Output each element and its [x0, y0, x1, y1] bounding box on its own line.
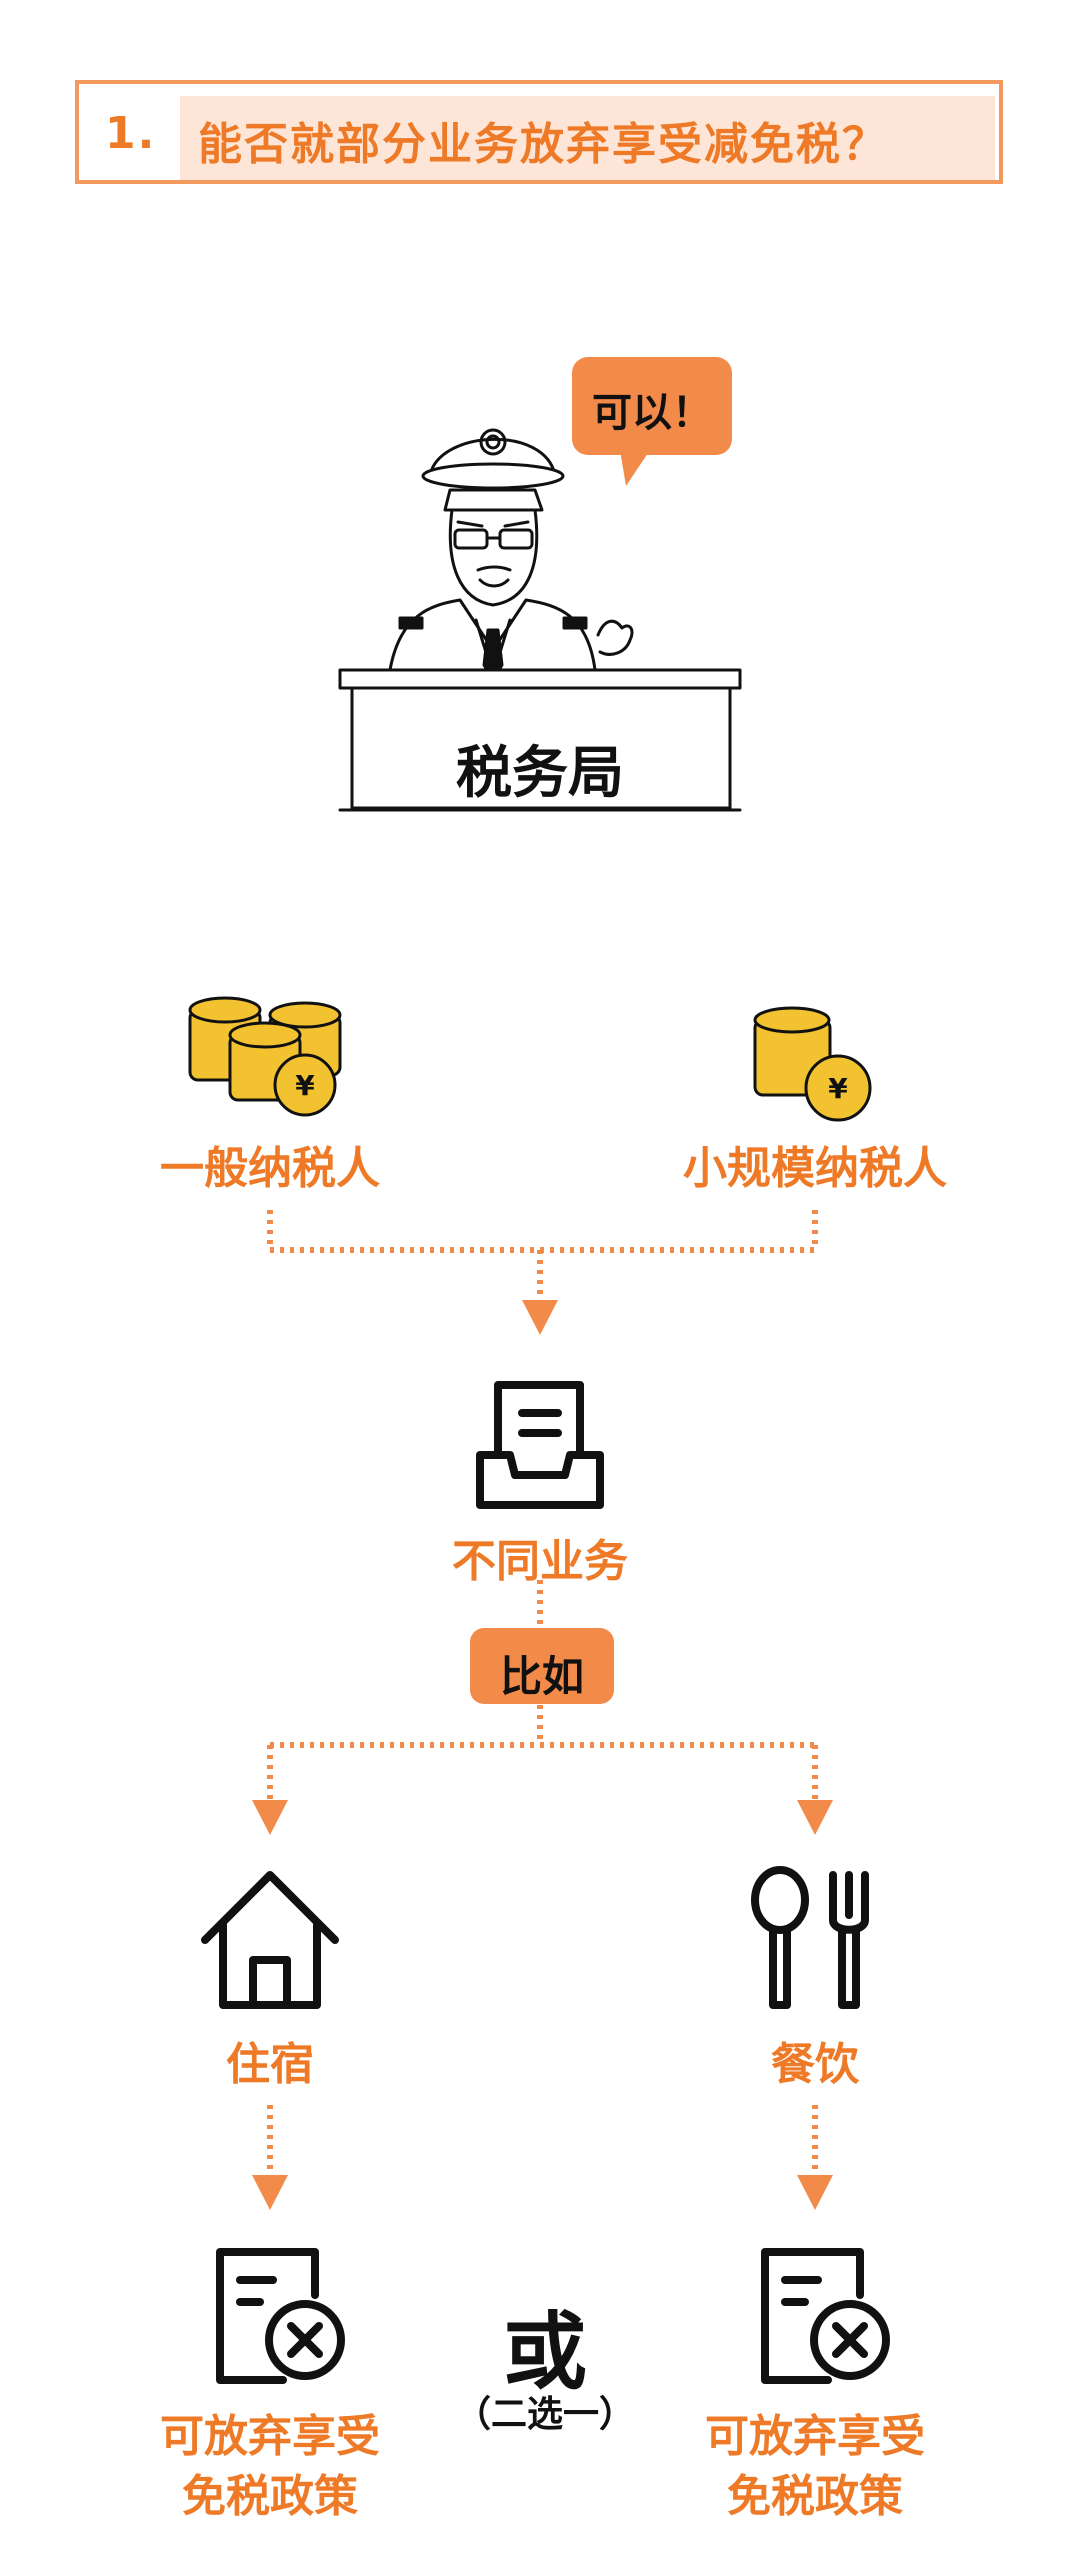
coin-stack-icon-small: ¥	[753, 1006, 872, 1122]
cancel-document-icon-right	[761, 2248, 890, 2384]
example-tag	[470, 1628, 614, 1704]
right-outcome-line1: 可放弃享受	[705, 2411, 925, 2462]
choose-one-text: （二选一）	[454, 2394, 635, 2435]
cancel-document-icon	[216, 2248, 345, 2384]
speech-bubble	[572, 357, 732, 455]
left-outcome-line2: 免税政策	[182, 2471, 358, 2522]
speech-bubble-tail	[620, 450, 650, 486]
svg-text:¥: ¥	[295, 1069, 315, 1102]
title-number: 1.	[105, 108, 157, 159]
desk-label: 税务局	[456, 741, 624, 806]
general-taxpayer-label: 一般纳税人	[160, 1143, 380, 1194]
speech-text: 可以！	[592, 390, 712, 436]
lodging-label: 住宿	[226, 2039, 314, 2090]
coin-stack-icon: ¥	[188, 996, 342, 1117]
page-title: 能否就部分业务放弃享受减免税？	[198, 119, 888, 170]
tax-officer-illustration	[338, 428, 742, 812]
document-tray-icon	[476, 1381, 604, 1509]
small-scale-taxpayer-label: 小规模纳税人	[683, 1143, 947, 1194]
house-icon	[201, 1871, 339, 2009]
example-tag-text: 比如	[499, 1652, 584, 1701]
right-outcome-line2: 免税政策	[727, 2471, 903, 2522]
left-outcome-line1: 可放弃享受	[160, 2411, 380, 2462]
catering-label: 餐饮	[771, 2039, 859, 2090]
title-highlight	[180, 96, 995, 180]
svg-text:¥: ¥	[828, 1072, 848, 1105]
business-label: 不同业务	[452, 1536, 628, 1587]
flow-connectors	[252, 1210, 833, 2210]
or-text: 或	[502, 2303, 587, 2401]
spoon-fork-icon	[751, 1866, 869, 2009]
